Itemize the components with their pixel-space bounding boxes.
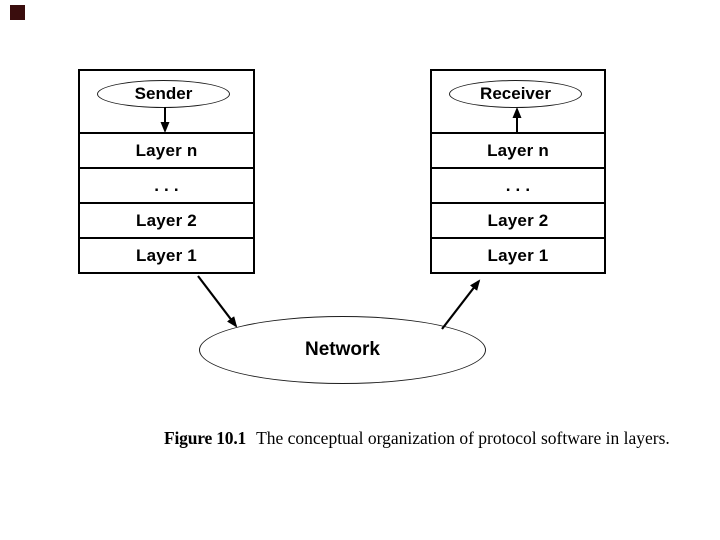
- layer-label: Layer n: [135, 140, 198, 160]
- layer-label: Layer 1: [136, 245, 197, 265]
- figure-number: Figure 10.1: [164, 428, 247, 448]
- sender-layer-row: Layer 2: [80, 202, 253, 237]
- sender-to-network-arrow: [197, 275, 238, 328]
- layer-label: . . .: [154, 175, 179, 195]
- sender-layer-row: Layer n: [80, 132, 253, 167]
- up-arrow-icon: [512, 107, 522, 133]
- sender-oval: Sender: [97, 80, 230, 108]
- sender-layer-row: Layer 1: [80, 237, 253, 272]
- layer-label: Layer 2: [487, 210, 549, 230]
- network-label: Network: [305, 339, 380, 360]
- down-arrow-icon: [160, 107, 170, 133]
- receiver-layer-row: Layer 1: [432, 237, 604, 272]
- receiver-layer-row: Layer 2: [432, 202, 604, 237]
- sender-label: Sender: [134, 84, 193, 103]
- network-oval: Network: [199, 316, 486, 384]
- receiver-oval: Receiver: [449, 80, 582, 108]
- receiver-top-section: Receiver: [432, 71, 604, 133]
- figure-caption: Figure 10.1 The conceptual organization o…: [164, 428, 670, 449]
- sender-top-section: Sender: [80, 71, 253, 133]
- receiver-protocol-stack: Receiver Layer n . . . Layer 2 Layer 1: [430, 69, 606, 274]
- network-to-receiver-arrow: [441, 279, 481, 330]
- layer-label: Layer 2: [136, 210, 197, 230]
- sender-protocol-stack: Sender Layer n . . . Layer 2 Layer 1: [78, 69, 255, 274]
- receiver-layer-row: Layer n: [432, 132, 604, 167]
- caption-text: The conceptual organization of protocol …: [256, 428, 670, 448]
- sender-layer-row: . . .: [80, 167, 253, 202]
- layer-label: . . .: [505, 175, 531, 195]
- slide-corner-decoration: [10, 5, 25, 20]
- layer-label: Layer n: [487, 140, 549, 160]
- receiver-label: Receiver: [480, 84, 551, 103]
- layer-label: Layer 1: [487, 245, 549, 265]
- receiver-layer-row: . . .: [432, 167, 604, 202]
